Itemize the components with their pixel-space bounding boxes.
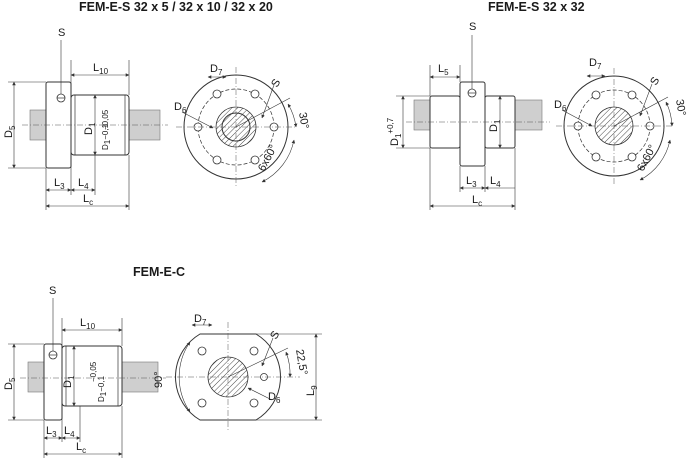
nut-body-3 [61,345,123,407]
label-angle-30-2: 30° [673,98,688,116]
label-lc: Lc [83,193,93,207]
side-view-fem-e-s-32x5: S L10 D5 D1 D1−0,1 −0,05 L3 L4 Lc [3,27,168,210]
title-fem-e-s-32x5: FEM-E-S 32 x 5 / 32 x 10 / 32 x 20 [79,0,273,14]
label-d6-3: D6 [268,391,281,405]
label-d5-3: D5 [3,377,17,390]
label-d1-tolerance-upper: −0,05 [101,109,110,130]
label-d6: D6 [174,101,187,115]
label-l4-2: L4 [490,175,501,189]
label-s-end: S [269,77,283,89]
label-d1-plus: D1+0,7 [386,117,403,146]
label-d5: D5 [3,125,17,138]
title-fem-e-s-32x32: FEM-E-S 32 x 32 [488,0,585,14]
label-d1-tolerance: D1−0,1 [101,123,112,150]
label-d1-3: D1 [62,375,76,388]
label-d1: D1 [83,122,97,135]
label-d7: D7 [210,63,223,77]
side-view-fem-e-s-32x32: S L5 D1+0,7 D1 L3 L4 Lc [386,21,550,210]
label-l10: L10 [93,62,109,76]
label-angle-225: 22,5° [293,348,309,376]
title-fem-e-c: FEM-E-C [133,265,185,279]
label-angle-30: 30° [296,111,311,129]
label-lc-3: Lc [76,441,86,455]
label-l10-3: L10 [80,317,96,331]
side-view-fem-e-c: S L10 D5 D1 D1−0,1 −0,05 L3 L4 Lc [3,285,166,458]
label-d6-2: D6 [554,99,567,113]
label-d1-2: D1 [488,119,502,132]
label-l4-3: L4 [64,425,75,439]
label-d1-tolerance-3: D1−0,1 [97,375,108,402]
label-d1-tolerance-upper-3: −0,05 [89,361,98,382]
end-view-fem-e-s-32x32: D7 D6 S 30° 6x60° [554,57,688,184]
label-s-end-3: S [268,329,282,341]
label-s-end-2: S [648,75,662,87]
label-l3-3: L3 [46,425,57,439]
label-angle-90: 90° [153,371,165,388]
label-l5: L5 [438,63,449,77]
end-view-fem-e-s-32x5: D7 D6 S 30° 6x60° [174,63,311,187]
label-d7-3: D7 [194,313,207,327]
label-lc-2: Lc [472,194,482,208]
label-l3: L3 [54,177,65,191]
label-s-2: S [469,21,476,33]
label-l9: L9 [305,385,319,396]
label-s: S [58,27,65,39]
label-l4: L4 [78,177,89,191]
label-d7-2: D7 [589,57,602,71]
label-l3-2: L3 [466,175,477,189]
label-s-3: S [49,285,56,297]
end-view-fem-e-c: D7 S 22,5° D6 L9 90° [153,313,322,432]
